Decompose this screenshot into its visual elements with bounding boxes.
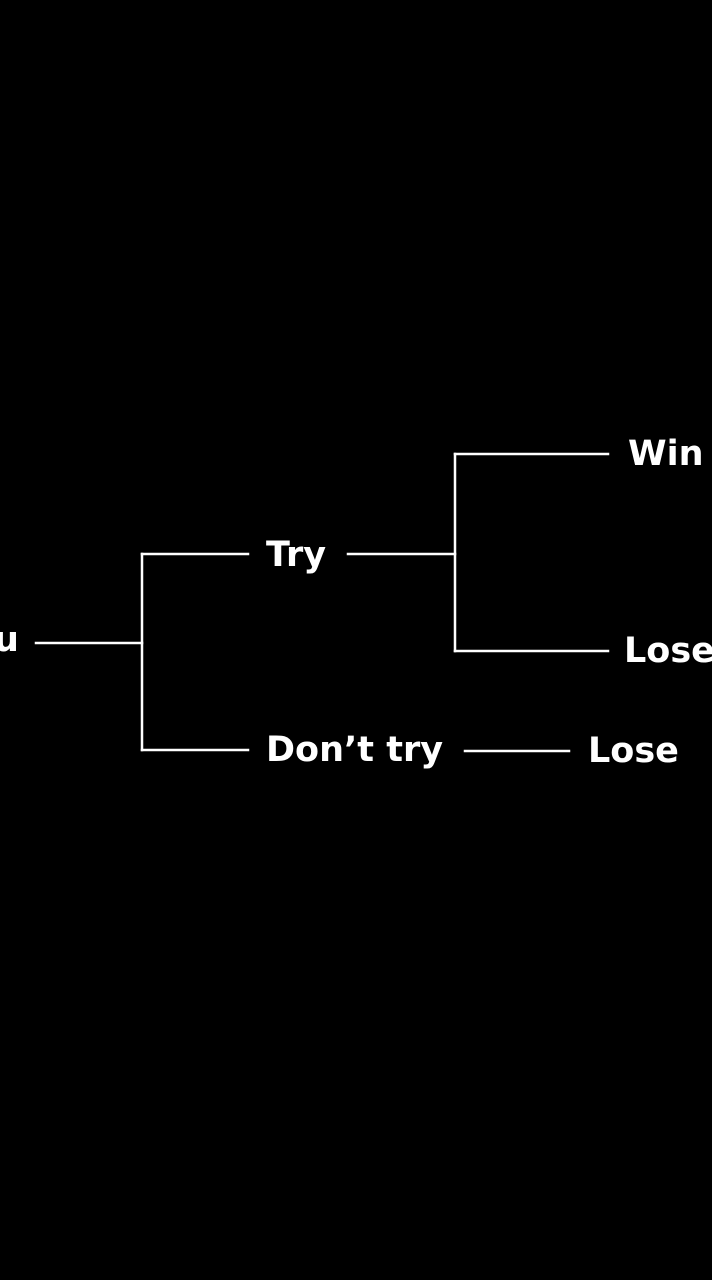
node-dont-try-lose-label: Lose xyxy=(588,731,679,771)
node-try-label: Try xyxy=(266,535,327,575)
node-win-label: Win xyxy=(628,434,704,474)
node-try-lose-label: Lose xyxy=(624,631,712,671)
node-dont-try-label: Don’t try xyxy=(266,730,444,770)
node-root-label: u xyxy=(0,620,19,660)
